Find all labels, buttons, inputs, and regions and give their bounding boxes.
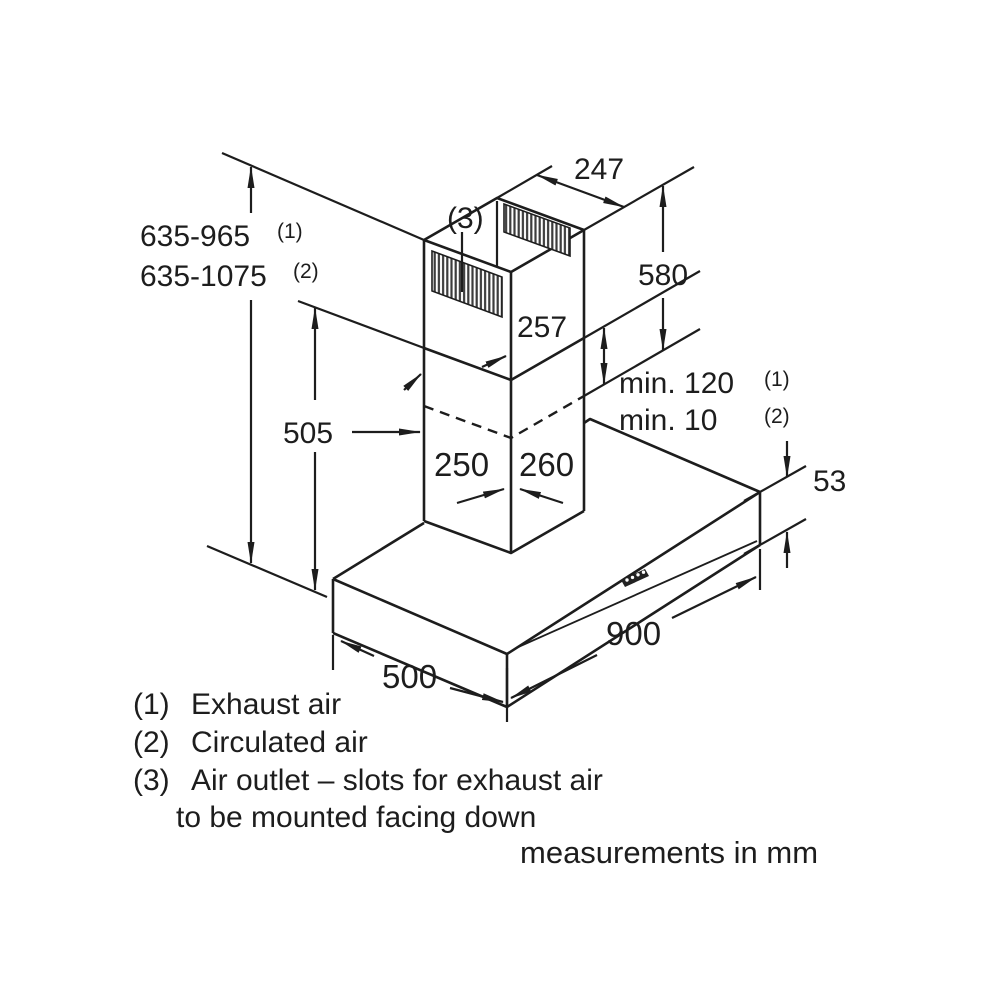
ext-joint-right (583, 270, 701, 339)
air-outlet-slots-left (431, 249, 503, 319)
label-257: 257 (517, 311, 567, 344)
canopy-top-far-left-edge (332, 521, 425, 581)
legend-ref-1: (1) (133, 688, 170, 721)
air-outlet-slots-inner-right (503, 202, 571, 258)
canopy-top-front-edges (332, 490, 761, 656)
label-53: 53 (813, 465, 846, 498)
duct-section-joint-line (423, 336, 585, 382)
duct-bottom-rim (423, 509, 585, 555)
extension-lines (206, 151, 807, 722)
label-505: 505 (283, 417, 333, 450)
label-height-circulated: 635-1075 (140, 260, 267, 293)
control-button-icon (625, 578, 629, 582)
dim-500-arrow-left (340, 639, 375, 658)
dim-900-arrow-left (510, 654, 598, 699)
label-247: 247 (574, 153, 624, 186)
control-button-icon (636, 573, 640, 577)
control-button-icon (630, 575, 635, 580)
dim-257-arrow-left (403, 373, 422, 391)
ext-rim-far (496, 165, 553, 199)
legend: (1) Exhaust air (2) Circulated air (3) A… (133, 688, 818, 870)
legend-label-3: Air outlet – slots for exhaust air (191, 764, 603, 797)
ext-joint-left (297, 299, 425, 350)
dim-250-arrow (456, 487, 505, 505)
canopy-front-crease-line (515, 540, 758, 649)
ext-chimney-top (221, 151, 425, 242)
label-260: 260 (519, 446, 574, 483)
legend-label-2: Circulated air (191, 726, 368, 759)
dimension-arrows (247, 166, 791, 704)
label-height-exhaust-ref: (1) (277, 220, 303, 243)
dim-247-arrows (536, 173, 625, 209)
control-panel (621, 569, 649, 587)
label-min-120: min. 120 (619, 367, 734, 400)
tick-53-top (743, 465, 807, 502)
legend-label-3-cont: to be mounted facing down (176, 801, 536, 834)
ext-canopy-top-left (206, 544, 328, 599)
dim-500-arrow-right (449, 686, 504, 704)
control-button-icon (641, 570, 646, 574)
label-height-circulated-ref: (2) (293, 260, 319, 283)
label-min-10-ref: (2) (764, 405, 790, 428)
min-insertion-dashed-line (423, 394, 585, 440)
units-note: measurements in mm (520, 835, 818, 870)
label-250: 250 (434, 446, 489, 483)
label-500: 500 (382, 658, 437, 695)
dim-900-arrow-right (671, 576, 757, 619)
control-panel-strip (621, 569, 649, 587)
tick-53-bottom (743, 518, 807, 555)
legend-ref-2: (2) (133, 726, 170, 759)
ext-rim-right (583, 166, 695, 231)
dim-257-arrow-right (481, 355, 507, 368)
label-height-exhaust: 635-965 (140, 220, 250, 253)
canopy-top-far-right-edge (583, 417, 761, 494)
label-min-120-ref: (1) (764, 368, 790, 391)
dimension-labels: 635-965 (1) 635-1075 (2) 247 580 257 505… (140, 153, 846, 695)
dim-260-arrow (519, 487, 564, 505)
chimney-duct (422, 196, 586, 555)
label-air-outlet-ref: (3) (447, 202, 484, 235)
label-900: 900 (606, 615, 661, 652)
label-min-10: min. 10 (619, 404, 717, 437)
label-580: 580 (638, 259, 688, 292)
legend-ref-3: (3) (133, 764, 170, 797)
legend-label-1: Exhaust air (191, 688, 341, 721)
